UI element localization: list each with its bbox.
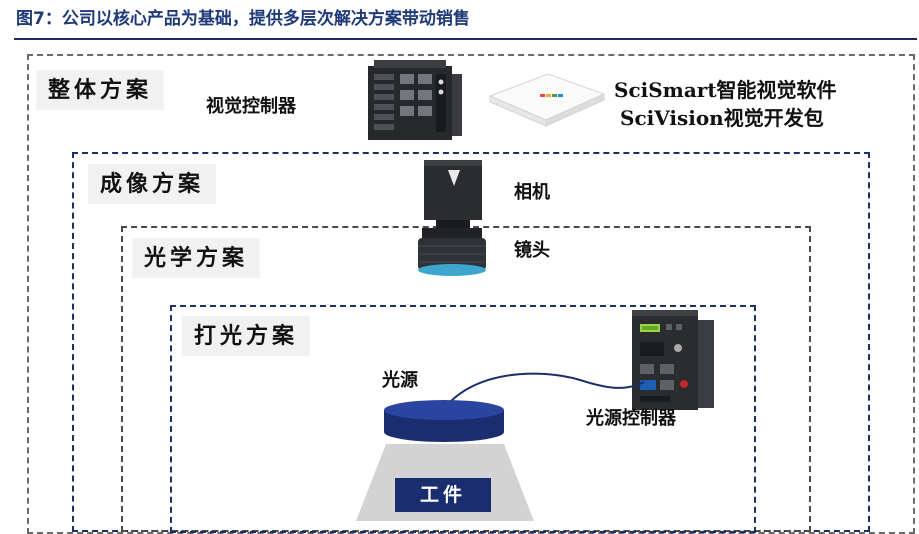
optical-solution-label: 光学方案 [132,238,261,278]
figure-title: 图7：公司以核心产品为基础，提供多层次解决方案带动销售 [16,9,470,29]
workpiece-label: 工件 [395,478,491,512]
lens-label: 镜头 [514,240,550,261]
lens-image [418,228,486,276]
vision-controller-label: 视觉控制器 [206,96,296,117]
light-source-image [384,400,504,442]
lighting-solution-label: 打光方案 [182,316,311,356]
title-rule [14,38,917,40]
software-label-line2: SciVision视觉开发包 [620,106,824,130]
camera-image [424,160,482,228]
software-label-line1: SciSmart智能视觉软件 [614,78,837,102]
light-source-label: 光源 [382,370,418,391]
imaging-solution-label: 成像方案 [88,164,217,204]
light-controller-image [632,310,714,410]
overall-solution-label: 整体方案 [36,70,165,110]
light-controller-label: 光源控制器 [586,408,676,429]
software-package-image [488,73,606,127]
cable-line [441,372,645,413]
vision-controller-image [368,60,462,140]
camera-label: 相机 [514,182,550,203]
